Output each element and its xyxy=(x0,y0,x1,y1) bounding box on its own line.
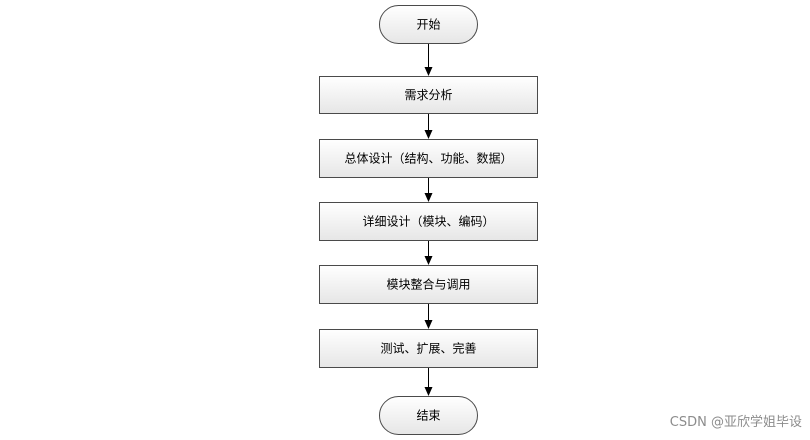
arrowhead xyxy=(424,67,433,76)
node-end: 结束 xyxy=(379,396,478,435)
edge-testing-to-end xyxy=(424,368,433,396)
terminal-shape xyxy=(379,5,478,44)
node-label: 开始 xyxy=(416,18,440,32)
node-detailed-design: 详细设计（模块、编码） xyxy=(319,202,538,241)
node-overall-design: 总体设计（结构、功能、数据） xyxy=(319,139,538,178)
terminal-shape xyxy=(379,396,478,435)
node-integration: 模块整合与调用 xyxy=(319,265,538,304)
arrowhead xyxy=(424,193,433,202)
node-label: 模块整合与调用 xyxy=(386,277,470,292)
node-label: 总体设计（结构、功能、数据） xyxy=(344,151,512,166)
node-label: 测试、扩展、完善 xyxy=(380,341,476,356)
node-label: 详细设计（模块、编码） xyxy=(362,214,494,229)
arrowhead xyxy=(424,387,433,396)
process-box xyxy=(319,202,538,241)
edge-start-to-requirements xyxy=(424,44,433,76)
process-box xyxy=(319,139,538,178)
edge-integration-to-testing xyxy=(424,304,433,329)
arrowhead xyxy=(424,256,433,265)
process-box xyxy=(319,76,538,114)
process-box xyxy=(319,329,538,368)
edge-overall-design-to-detailed-design xyxy=(424,178,433,202)
edge-requirements-to-overall-design xyxy=(424,114,433,139)
node-start: 开始 xyxy=(379,5,478,44)
node-label: 需求分析 xyxy=(404,88,452,102)
arrowhead xyxy=(424,320,433,329)
edge-detailed-design-to-integration xyxy=(424,241,433,265)
arrowhead xyxy=(424,130,433,139)
process-box xyxy=(319,265,538,304)
node-requirements: 需求分析 xyxy=(319,76,538,114)
connectors xyxy=(424,44,433,396)
node-testing: 测试、扩展、完善 xyxy=(319,329,538,368)
node-label: 结束 xyxy=(416,409,440,423)
watermark: CSDN @亚欣学姐毕设 xyxy=(669,415,802,430)
